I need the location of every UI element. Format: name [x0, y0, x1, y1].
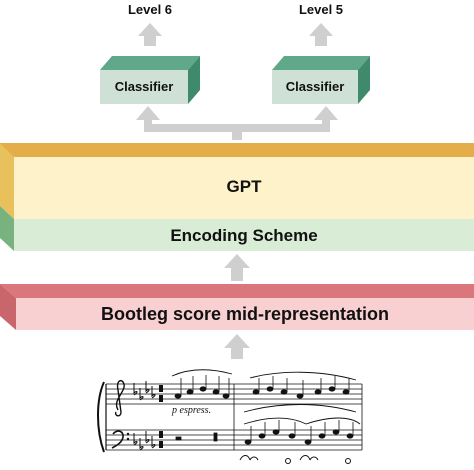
treble-notes-measure-1	[174, 375, 230, 399]
arrow-score-to-bootleg	[224, 334, 250, 359]
treble-notes-measure-2	[252, 376, 350, 399]
key-signature	[133, 381, 156, 451]
gpt-to-classifier-connector	[136, 106, 338, 140]
bootleg-layer-box	[0, 284, 474, 330]
classifier-left-box	[100, 56, 200, 104]
gpt-layer-box	[0, 143, 474, 219]
bootleg-score-label: Bootleg score mid-representation	[100, 304, 390, 324]
sheet-music-excerpt	[97, 369, 363, 464]
classifier-right-box	[272, 56, 370, 104]
encoding-layer-box	[0, 206, 474, 251]
bass-clef	[111, 430, 124, 449]
pedal-marks	[239, 455, 351, 464]
score-expression-marking: p espress.	[172, 405, 212, 416]
level-5-label: Level 5	[298, 2, 344, 17]
arrow-to-level-5	[309, 23, 333, 46]
time-signature	[159, 385, 163, 448]
encoding-scheme-label: Encoding Scheme	[170, 226, 318, 245]
arrow-to-level-6	[138, 23, 162, 46]
level-6-label: Level 6	[127, 2, 173, 17]
classifier-left-label: Classifier	[114, 79, 174, 94]
bass-notes	[175, 420, 354, 445]
gpt-label: GPT	[226, 177, 262, 196]
arrow-bootleg-to-encoding	[224, 254, 250, 281]
treble-clef	[114, 379, 125, 417]
classifier-right-label: Classifier	[285, 79, 345, 94]
